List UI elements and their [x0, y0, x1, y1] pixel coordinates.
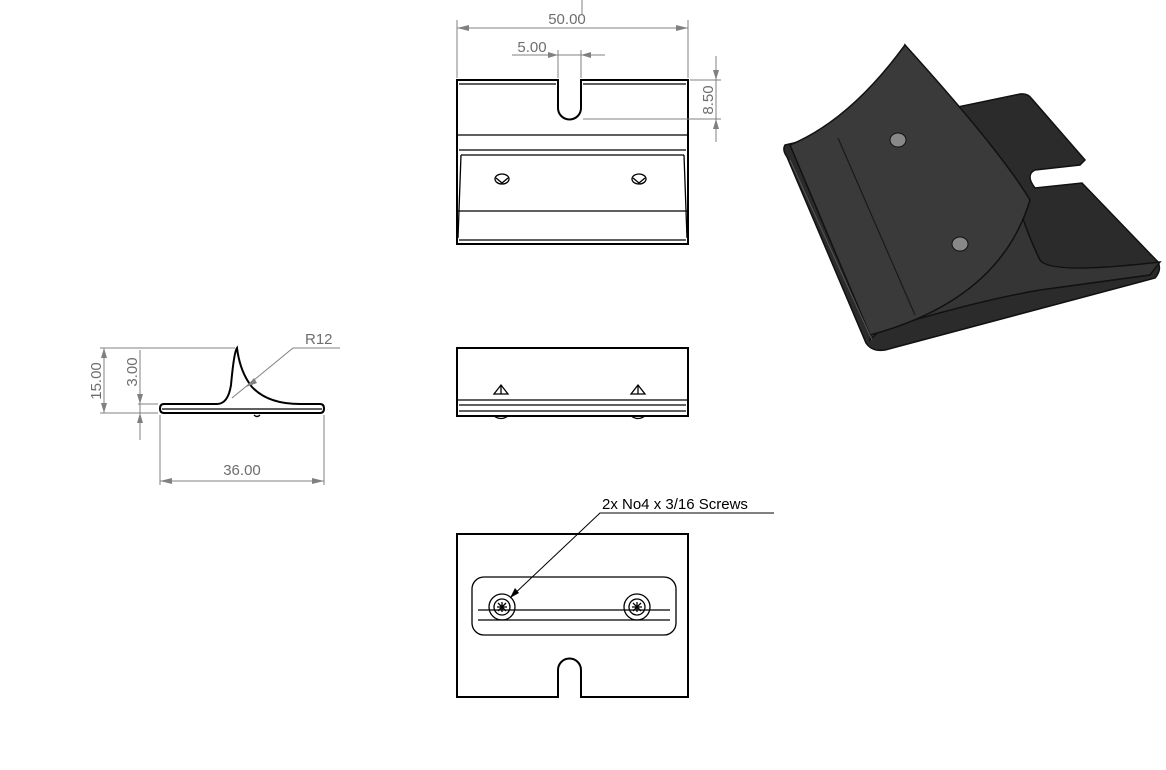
top-view: 50.00 5.00 8.50	[456, 0, 721, 245]
dim-slot-depth: 8.50	[700, 85, 717, 114]
side-view: 15.00 3.00 36.00 R12	[88, 331, 340, 485]
dim-height: 15.00	[88, 362, 105, 400]
iso-view	[783, 43, 1162, 352]
hole-icon	[492, 383, 510, 395]
hole-icon	[631, 173, 647, 185]
hole-icon	[494, 173, 510, 185]
dim-slot-width: 5.00	[517, 39, 546, 56]
bottom-view: 2x No4 x 3/16 Screws	[456, 496, 774, 698]
hole-icon	[951, 236, 969, 252]
dim-thickness: 3.00	[124, 357, 141, 386]
hole-icon	[889, 132, 907, 148]
screws-callout: 2x No4 x 3/16 Screws	[602, 496, 748, 513]
dim-depth: 36.00	[223, 462, 261, 479]
dim-radius: R12	[305, 331, 333, 348]
screw-icon	[488, 593, 516, 621]
hole-icon	[629, 383, 647, 395]
front-view	[456, 347, 689, 420]
dim-width: 50.00	[548, 11, 586, 28]
screw-icon	[623, 593, 651, 621]
